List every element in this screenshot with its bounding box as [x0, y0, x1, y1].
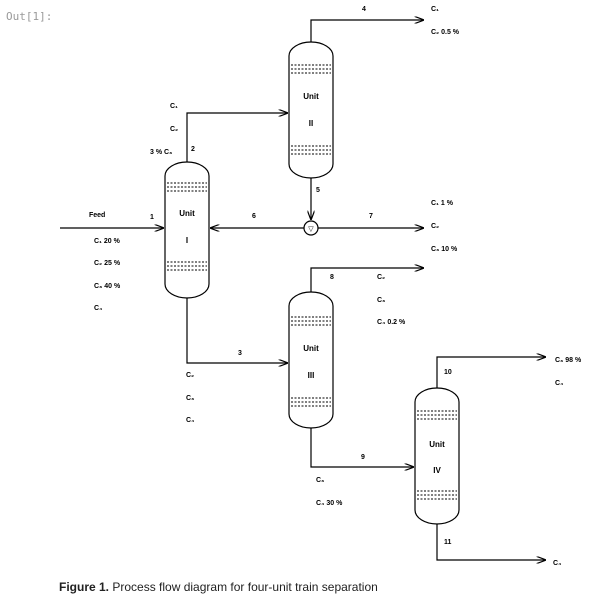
stream-8-comp-c3: C₃ [377, 297, 385, 304]
unit-4-number: IV [433, 466, 441, 475]
stream-9-line [310, 428, 413, 467]
stream-10-number: 10 [444, 369, 452, 376]
pump: ▽ [303, 220, 319, 236]
feed-comp-c4: C₄ [94, 305, 102, 312]
figure-caption-label: Figure 1. [59, 580, 110, 594]
unit-4-column: Unit IV [414, 387, 460, 525]
stream-7-labels: C₁ 1 % C₂ C₃ 10 % [431, 200, 458, 253]
stream-4-comp-c2: C₂ 0.5 % [431, 29, 460, 36]
stream-8-number: 8 [330, 274, 334, 281]
stream-8-line [310, 268, 423, 292]
stream-9-number: 9 [361, 454, 365, 461]
stream-3-comp-c3: C₃ [186, 395, 194, 402]
stream-9-labels: C₃ C₄ 30 % [316, 477, 343, 507]
stream-4-number: 4 [362, 6, 366, 13]
stream-7-comp-c3: C₃ 10 % [431, 246, 458, 253]
stream-8-labels: C₂ C₃ C₄ 0.2 % [377, 274, 406, 326]
figure-caption-text: Process flow diagram for four-unit train… [109, 580, 378, 594]
figure-caption: Figure 1. Process flow diagram for four-… [59, 580, 378, 594]
stream-11-labels: C₄ [553, 560, 561, 567]
unit-1-column: Unit I [164, 161, 210, 299]
stream-11-comp-c4: C₄ [553, 560, 561, 567]
stream-4-comp-c1: C₁ [431, 6, 439, 13]
stream-1-number: 1 [150, 214, 154, 221]
feed-label: Feed [89, 212, 105, 219]
stream-3-number: 3 [238, 350, 242, 357]
unit-3-column: Unit III [288, 291, 334, 429]
unit-1-number: I [186, 236, 188, 245]
feed-comp-c3: C₃ 40 % [94, 283, 121, 290]
stream-8-comp-c4: C₄ 0.2 % [377, 319, 406, 326]
stream-4-labels: C₁ C₂ 0.5 % [431, 6, 460, 36]
stream-9-comp-c3: C₃ [316, 477, 324, 484]
stream-2-comp-c2: C₂ [170, 126, 178, 133]
stream-7-comp-c1: C₁ 1 % [431, 200, 454, 207]
unit-1-label: Unit [179, 209, 195, 218]
feed-labels: Feed C₁ 20 % C₂ 25 % C₃ 40 % C₄ [89, 212, 121, 312]
stream-10-labels: C₃ 98 % C₄ [555, 357, 582, 387]
stream-lines [60, 20, 545, 560]
stream-3-labels: C₂ C₃ C₄ [186, 372, 194, 424]
stream-3-line [186, 298, 287, 363]
stream-2-comp-c3: 3 % C₃ [150, 149, 172, 156]
stream-numbers: 1 2 3 4 5 6 7 8 9 10 11 [150, 6, 452, 546]
pump-icon: ▽ [308, 226, 314, 233]
feed-comp-c2: C₂ 25 % [94, 260, 121, 267]
output-prompt: Out[1]: [6, 10, 53, 23]
unit-3-number: III [308, 371, 315, 380]
unit-3-label: Unit [303, 344, 319, 353]
stream-10-comp-c4: C₄ [555, 380, 563, 387]
stream-3-comp-c4: C₄ [186, 417, 194, 424]
stream-5-number: 5 [316, 187, 320, 194]
stream-2-comp-c1: C₁ [170, 103, 178, 110]
stream-2-labels: C₁ C₂ 3 % C₃ [150, 103, 178, 156]
stream-4-line [310, 20, 423, 42]
stream-11-line [436, 524, 545, 560]
unit-4-label: Unit [429, 440, 445, 449]
stream-7-number: 7 [369, 213, 373, 220]
stream-10-comp-c3: C₃ 98 % [555, 357, 582, 364]
unit-2-column: Unit II [288, 41, 334, 179]
stream-7-comp-c2: C₂ [431, 223, 439, 230]
stream-10-line [436, 357, 545, 388]
stream-11-number: 11 [444, 539, 452, 546]
unit-2-label: Unit [303, 92, 319, 101]
stream-2-number: 2 [191, 146, 195, 153]
stream-6-number: 6 [252, 213, 256, 220]
unit-2-number: II [309, 119, 313, 128]
feed-comp-c1: C₁ 20 % [94, 238, 121, 245]
stream-3-comp-c2: C₂ [186, 372, 194, 379]
stream-9-comp-c4: C₄ 30 % [316, 500, 343, 507]
stream-8-comp-c2: C₂ [377, 274, 385, 281]
stream-2-line [186, 113, 287, 162]
